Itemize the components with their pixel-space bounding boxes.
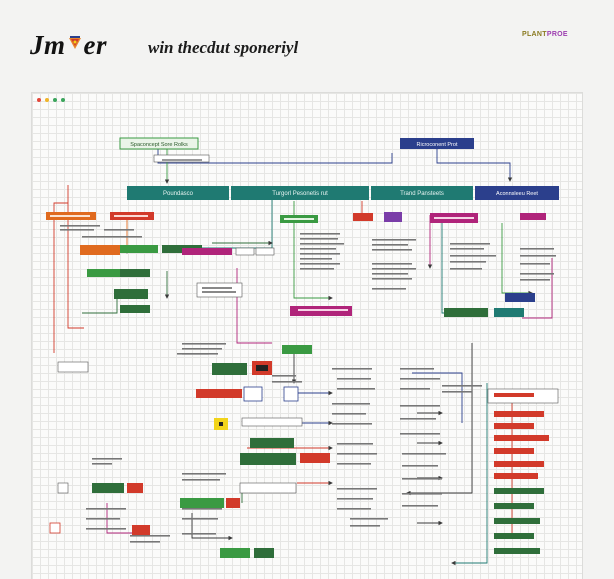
brand-tag-left: PLANT bbox=[522, 31, 547, 38]
window-dot[interactable] bbox=[53, 98, 57, 102]
top-left-node: Spaconcept Sore Rolks bbox=[119, 137, 199, 150]
second-row-nodes bbox=[46, 212, 546, 223]
logo-text-left: Jm bbox=[30, 30, 66, 60]
top-right-node-label: Ricroconent Prot bbox=[417, 142, 458, 148]
window-controls bbox=[37, 98, 65, 102]
banner-3-label: Trand Pansteets bbox=[400, 191, 444, 197]
third-row-nodes bbox=[80, 245, 535, 317]
window-dot[interactable] bbox=[37, 98, 41, 102]
window-dot[interactable] bbox=[61, 98, 65, 102]
banner-1-label: Poundasco bbox=[163, 191, 194, 197]
brand-tag-right: PROE bbox=[546, 31, 568, 38]
page-tagline: win thecdut sponeriyl bbox=[148, 38, 299, 57]
connector-lines bbox=[53, 149, 553, 566]
banner-4-label: Aconnsleeu Reet bbox=[496, 191, 538, 197]
sub-node-text bbox=[162, 159, 202, 161]
top-left-node-label: Spaconcept Sore Rolks bbox=[130, 142, 188, 148]
lower-nodes bbox=[49, 453, 330, 558]
window-dot[interactable] bbox=[45, 98, 49, 102]
banner-2-label: Turgorl Pesonetis rut bbox=[272, 191, 328, 197]
middle-row-nodes bbox=[57, 345, 559, 554]
banner-row: Poundasco Turgorl Pesonetis rut Trand Pa… bbox=[127, 186, 559, 200]
diagram-canvas[interactable]: Spaconcept Sore Rolks Ricroconent Prot P… bbox=[31, 92, 583, 579]
feather-logo-icon bbox=[67, 27, 83, 49]
brand-tag: PLANTPROE bbox=[522, 31, 568, 38]
logo-text-right: er bbox=[83, 30, 108, 60]
text-placeholder-lines bbox=[60, 225, 556, 543]
sub-node bbox=[153, 154, 210, 163]
top-right-node: Ricroconent Prot bbox=[400, 138, 474, 149]
flow-diagram: Spaconcept Sore Rolks Ricroconent Prot P… bbox=[46, 137, 559, 566]
